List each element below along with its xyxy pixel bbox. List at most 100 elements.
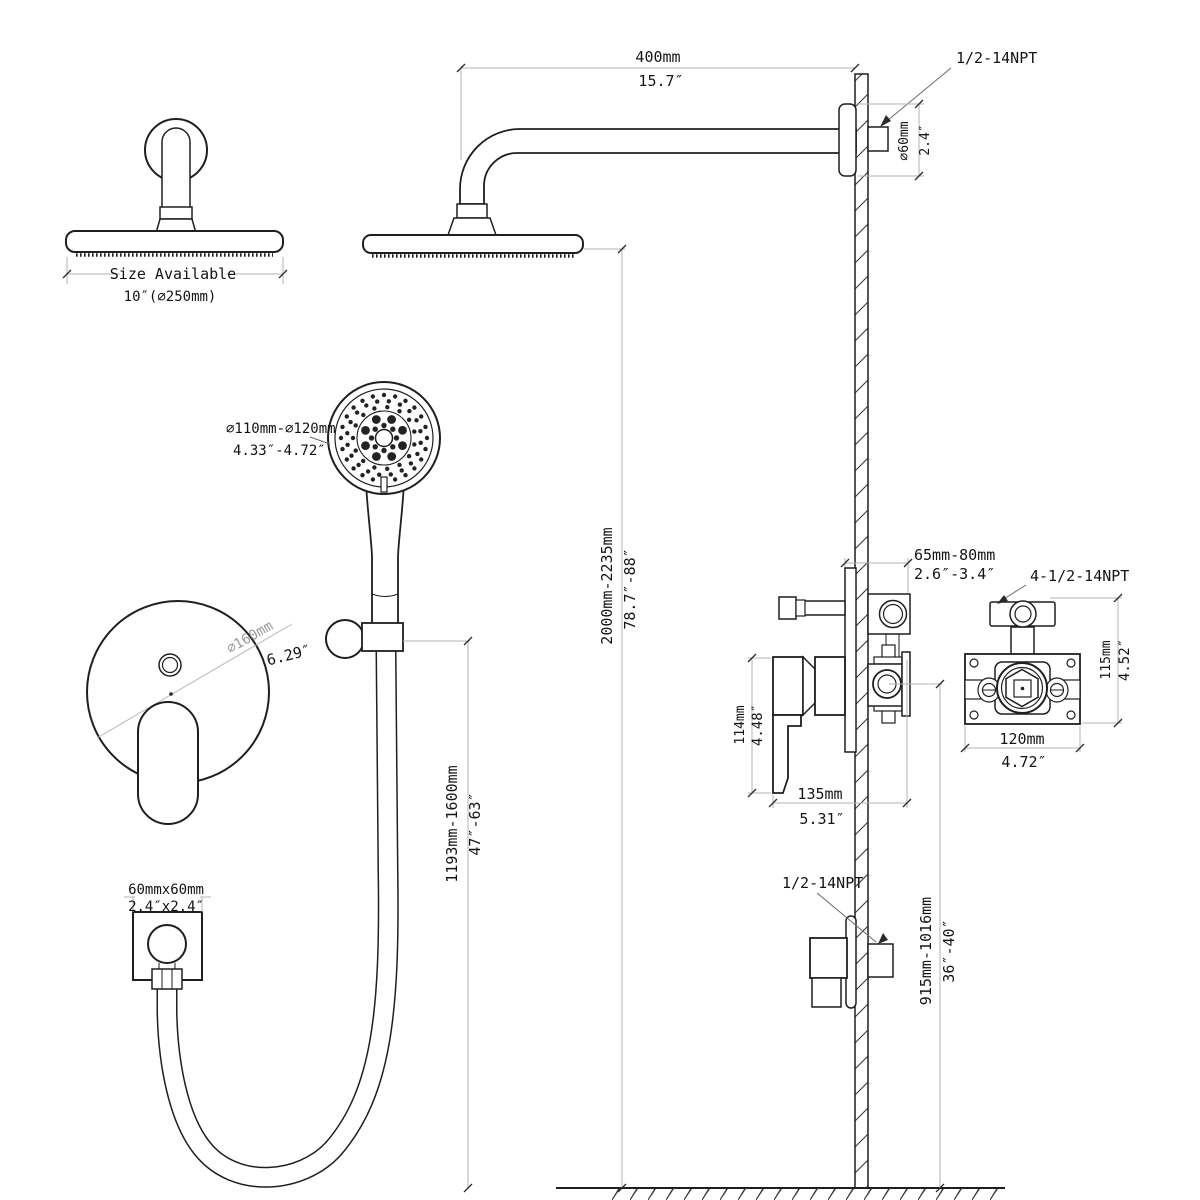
diameter-line [96,623,293,739]
head-cone [446,217,498,236]
nozzle-dot [408,461,414,466]
dim-valve-front-height: 115mm 4.52″ [1050,593,1133,728]
nozzle-dot [415,451,420,457]
handheld-diameter-in: 4.33″-4.72″ [233,443,326,459]
nozzle-dot [399,468,404,473]
nozzle-dot [398,441,407,450]
mode-switch [380,476,388,493]
nozzle-dot [381,392,387,398]
nozzle-dot [385,466,390,471]
rough-valve-front: 4-1/2-14NPT [964,567,1129,725]
nozzle-dot [392,394,398,399]
nozzle-dot [349,453,354,458]
nozzle-dot [392,477,398,482]
leader-arrow [880,115,891,127]
arm-length-mm: 400mm [635,48,680,66]
escutcheon-mm: ∅60mm [897,121,912,160]
nozzle-dot [361,458,366,464]
nozzle-dot [406,454,412,459]
size-value-label: 10″(∅250mm) [124,289,217,305]
nozzle-dot [424,435,430,441]
outlet-body [809,937,848,979]
nozzle-dot [381,447,387,454]
valve-front-height-in: 4.52″ [1117,639,1133,681]
nozzle-dot [372,406,377,411]
lever-handle [137,701,199,825]
nozzle-dot [397,462,402,468]
screw-hole [969,658,979,668]
nozzle-dot [361,412,366,418]
leader-arrow [997,595,1008,604]
handheld-holder [325,619,404,659]
nozzle-dot [393,435,400,441]
nozzle-dot [350,435,356,441]
nozzle-dot [387,452,397,461]
nozzle-dot [340,424,345,430]
shower-arm [459,128,857,205]
dim-arm-length: 400mm 15.7″ [456,48,860,160]
nozzle-dot [419,414,424,419]
overhead-shower-reference: Size Available 10″(∅250mm) [62,118,288,305]
valve-height-in: 4.48″ [750,704,766,746]
valve-width-in: 5.31″ [799,810,844,828]
shower-hose [156,650,399,1188]
pipe-cap [778,596,797,620]
center-cap [374,428,394,448]
nozzle-dot [348,419,353,425]
nozzle-dot [344,457,349,462]
nozzle-dot [381,422,387,429]
nozzle-dot [385,405,390,410]
pipe-collar [795,599,806,617]
nozzle-dot [406,417,412,422]
nozzle-dot [344,414,349,419]
wall-escutcheon [838,103,857,177]
floor-hatch [612,1189,1002,1200]
nozzle-dot [407,408,412,414]
trim-cylinder [814,656,846,716]
nozzle-dot [418,440,423,445]
outlet-connector [867,943,894,978]
diverter-button-inner [161,656,179,674]
dim-arm-escutcheon: ∅60mm 2.4″ [858,99,933,181]
valve-front-width-in: 4.72″ [1001,753,1046,771]
label-arm-thread: 1/2-14NPT [880,49,1037,127]
nozzle-dot [372,452,381,461]
nozzle-dot [364,403,369,408]
nozzle-dot [345,431,350,436]
nozzle-dot [351,405,356,410]
nozzle-dot [370,477,376,482]
dim-valve-width-side: 135mm 5.31″ [768,660,912,828]
nozzle-dot [353,448,358,453]
nozzle-dot [356,462,361,468]
screw-hole [969,710,979,720]
nozzle-dot [375,399,380,404]
center-mark [169,692,173,696]
dim-overall-height: 2000mm-2235mm 78.7″-88″ [584,244,639,1193]
valve-height-mm: 114mm [733,705,748,744]
nozzle-dot [390,426,396,432]
nozzle-dot [412,429,417,434]
stem-center [1020,686,1025,691]
screw-hole [1066,658,1076,668]
nozzle-dot [387,415,396,424]
floor-section [556,1187,1005,1200]
spray-nozzles [338,392,430,484]
wall-section [854,73,869,1189]
nozzle-dot [403,473,408,478]
nozzle-dot [354,410,360,415]
valve-floor-height-mm: 915mm-1016mm [917,897,935,1005]
nozzle-dot [360,398,365,403]
outlet-elbow-side: 1/2-14NPT [782,874,894,1009]
nozzle-dot [351,466,356,471]
nozzle-dot [377,472,382,477]
shower-disc [362,234,584,254]
nozzle-dot [365,469,371,474]
holder-height-in: 47″-63″ [466,792,484,855]
nozzle-dot [390,444,396,450]
arm-thread-label: 1/2-14NPT [956,49,1037,67]
nozzle-dot [371,415,381,424]
shower-disc [65,230,284,253]
arm-length-in: 15.7″ [638,72,683,90]
